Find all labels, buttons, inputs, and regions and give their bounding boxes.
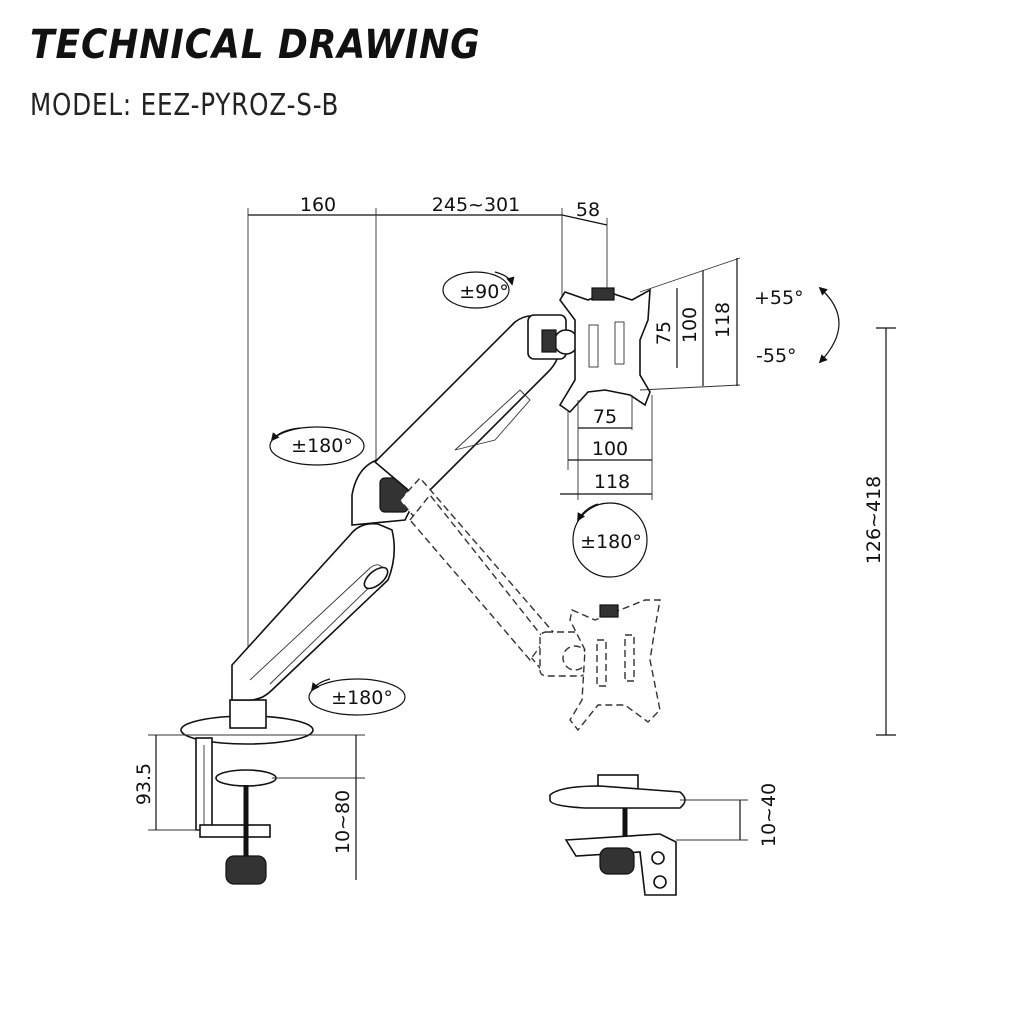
lower-arm (231, 522, 396, 701)
dim-vesa-v-75: 75 (653, 321, 675, 345)
tilt-up-label: +55° (754, 287, 804, 309)
rotation-base-label: ±180° (331, 687, 393, 709)
vesa-vertical-dimensions (639, 257, 741, 391)
rotation-upper-arm-label: ±180° (291, 435, 353, 457)
model-label: MODEL: EEZ-PYROZ-S-B (30, 88, 340, 123)
dim-vesa-h-118: 118 (594, 471, 630, 493)
rotation-head-swivel-label: ±90° (459, 281, 509, 303)
dim-vesa-v-118: 118 (712, 302, 734, 338)
rotation-head-swivel (442, 271, 515, 309)
dim-vesa-v-100: 100 (679, 307, 701, 343)
tilt-arc (818, 286, 840, 364)
dim-clamp-range: 10~80 (332, 790, 354, 854)
dim-vesa-h-100: 100 (592, 438, 628, 460)
rotation-vesa-label: ±180° (580, 531, 642, 553)
height-dimension (876, 327, 896, 736)
monitor-arm (180, 314, 579, 745)
dim-grommet-range: 10~40 (758, 783, 780, 847)
page-title: TECHNICAL DRAWING (30, 22, 481, 68)
lowered-arm-outline (399, 476, 661, 732)
dim-height-range: 126~418 (863, 476, 885, 564)
vesa-plate (558, 287, 651, 414)
dim-arm-base-depth: 160 (300, 194, 336, 216)
dim-head-depth: 58 (576, 199, 600, 221)
dim-vesa-h-75: 75 (593, 406, 617, 428)
vesa-horizontal-dimensions (560, 395, 653, 500)
rotation-vesa (572, 502, 648, 578)
rotation-base (308, 678, 406, 716)
rotation-upper-arm (269, 426, 365, 466)
grommet-dimensions (676, 799, 748, 841)
desk-clamp (195, 737, 277, 885)
dim-clamp-height: 93.5 (133, 763, 155, 805)
grommet-mount (549, 774, 686, 896)
dim-arm-reach: 245~301 (432, 194, 520, 216)
clamp-dimensions (148, 734, 365, 880)
tilt-down-label: -55° (756, 345, 797, 367)
